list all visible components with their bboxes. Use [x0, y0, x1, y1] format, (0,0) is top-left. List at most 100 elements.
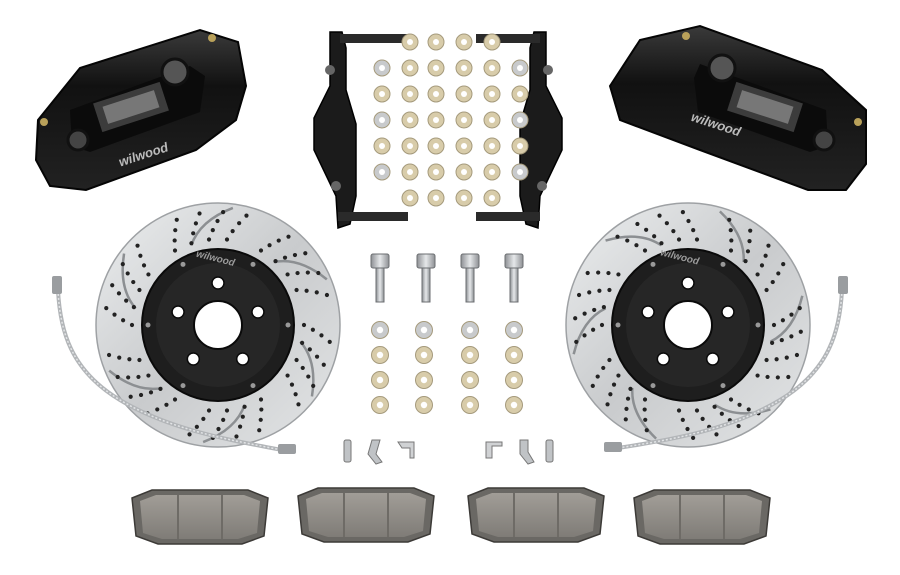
rotor-hole — [319, 333, 324, 338]
rotor-hole — [770, 279, 775, 285]
bracket-right — [476, 31, 563, 230]
rotor-hole — [128, 394, 133, 399]
brake-pad — [633, 489, 771, 545]
rotor-hole — [296, 402, 301, 407]
rotor-hole — [301, 322, 307, 328]
rotor-hole — [616, 373, 621, 378]
rotor-hole — [234, 434, 239, 439]
rotor-hole — [601, 365, 606, 371]
rotor-hole — [136, 374, 141, 380]
rotor-hole — [714, 432, 719, 437]
rotor-hole — [700, 416, 705, 421]
rotor-hole — [780, 318, 785, 323]
rotor-hole — [106, 352, 112, 358]
rotor-hole — [117, 355, 122, 360]
caliper-left: wilwood — [34, 28, 248, 192]
rotor-hole — [770, 340, 775, 345]
rotor-slot — [714, 403, 771, 415]
rotor-hole — [606, 270, 611, 276]
rotor-hole — [230, 229, 235, 234]
rotor-hole — [321, 362, 326, 367]
rotor-hole — [131, 305, 136, 310]
washer-grid-bottom — [371, 321, 523, 414]
rotor-hole — [129, 322, 135, 328]
rotor-hole — [282, 255, 288, 260]
rotor-hole — [131, 279, 136, 285]
rotor-hole — [585, 270, 590, 276]
rotor-hole — [576, 292, 582, 298]
rotor-hole — [779, 337, 784, 343]
rotor-hole — [691, 435, 696, 440]
rotor-hole — [187, 432, 192, 437]
rotor-hole — [174, 217, 179, 222]
brake-pad — [297, 487, 435, 543]
rotor-slot — [769, 295, 804, 343]
rotor-hole — [224, 237, 230, 242]
brake-pads — [131, 487, 771, 545]
rotor-hole — [616, 272, 621, 277]
rotor-hole — [774, 357, 779, 362]
rotor-hole — [327, 339, 332, 344]
rotor-slot — [273, 259, 328, 281]
rotor-hole — [306, 374, 311, 379]
rotor-hole — [644, 428, 649, 433]
rotor-hole — [258, 417, 263, 422]
rotor-hole — [607, 357, 612, 363]
rotor-hole — [776, 271, 781, 276]
rotor-hole — [786, 374, 791, 380]
rotor-hole — [643, 417, 648, 422]
rotor-hole — [596, 270, 601, 275]
rotor-hole — [727, 217, 732, 222]
rotor-hole — [607, 287, 612, 293]
rotor-hole — [652, 234, 657, 239]
rotor-hole — [582, 333, 587, 338]
rotor-hole — [238, 424, 243, 429]
rotor-hole — [310, 327, 315, 332]
rotor-hole — [137, 287, 142, 293]
rotor-hole — [126, 375, 131, 380]
rotor-hole — [728, 228, 733, 233]
rotor-hole — [138, 392, 144, 398]
rotor-hole — [634, 243, 639, 248]
rotor-hole — [759, 263, 765, 268]
rotor-hole — [242, 404, 247, 409]
rotor-hole — [605, 402, 610, 407]
brake-pad — [467, 487, 605, 543]
rotor-hole — [719, 411, 724, 416]
rotor-hole — [680, 417, 685, 422]
rotor-hole — [642, 397, 648, 402]
rotor-hole — [676, 408, 682, 413]
rotor-hole — [671, 229, 676, 234]
rotor-slot — [572, 307, 607, 355]
rotor-hole — [659, 241, 664, 246]
rotor-hole — [755, 272, 760, 277]
washer-grid-top — [373, 33, 529, 207]
rotor-hole — [137, 357, 142, 363]
rotor-hole — [664, 221, 669, 226]
rotor-hole — [303, 251, 308, 256]
rotor-hole — [311, 383, 316, 388]
rotor-hole — [258, 248, 264, 253]
rotor-hole — [257, 428, 262, 433]
rotor-slot — [108, 369, 163, 391]
lug-hole — [705, 352, 720, 366]
rotor-hole — [590, 383, 595, 388]
rotor-hole — [657, 213, 662, 218]
rotor-hole — [289, 382, 295, 387]
rotor-hole — [748, 228, 753, 233]
rotor-hole — [574, 339, 579, 344]
bolt — [416, 253, 436, 303]
rotor-hole — [601, 305, 606, 310]
rotor-hole — [625, 238, 630, 243]
rotor-hole — [628, 386, 633, 392]
rotor-hole — [125, 271, 130, 276]
rotor-hole — [292, 252, 298, 258]
rotor-hole — [273, 258, 278, 264]
rotor-hole — [148, 390, 154, 395]
rotor-right: wilwood — [565, 202, 811, 448]
rotor-hole — [798, 329, 803, 334]
rotor-hole — [197, 211, 202, 216]
rotor-hole — [189, 241, 194, 246]
rotor-hole — [120, 262, 125, 267]
rotor-hole — [138, 253, 143, 258]
